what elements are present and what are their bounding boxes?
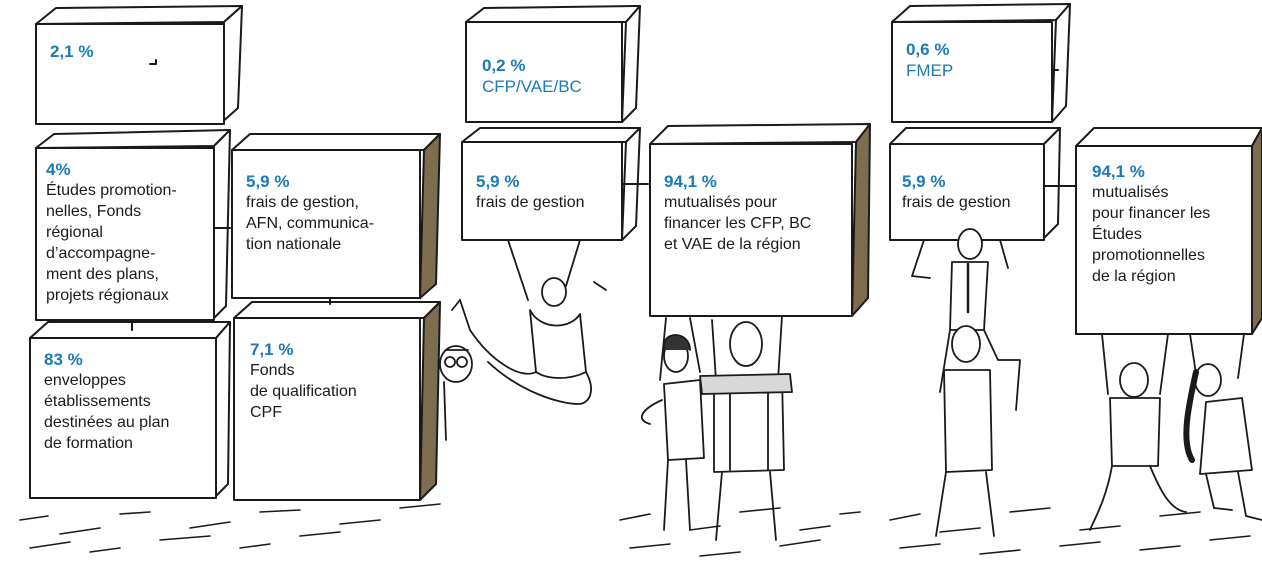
box-b1-outline bbox=[35, 5, 243, 125]
box-b9-outline bbox=[891, 3, 1071, 123]
box-b6-label: CFP/VAE/BC bbox=[482, 77, 582, 96]
box-b3-percent: 5,9 % bbox=[246, 172, 290, 191]
box-b1-percent: 2,1 % bbox=[50, 42, 94, 61]
box-b7-label: frais de gestion bbox=[476, 194, 585, 211]
box-b8-percent: 94,1 % bbox=[664, 172, 717, 191]
box-b11-label: mutualisés pour financer les Études prom… bbox=[1092, 184, 1211, 285]
box-b4-outline bbox=[29, 321, 231, 499]
box-b7: 5,9 % frais de gestion bbox=[476, 172, 622, 213]
box-b10-outline bbox=[889, 127, 1077, 241]
box-b4: 83 % enveloppes établissements destinées… bbox=[44, 350, 214, 454]
box-b11-percent: 94,1 % bbox=[1092, 162, 1145, 181]
couple-lifting-figure bbox=[640, 315, 793, 541]
ground-scribbles bbox=[19, 503, 1251, 557]
stacked-pair-figure bbox=[911, 228, 1021, 537]
box-b10-percent: 5,9 % bbox=[902, 172, 946, 191]
box-b11-outline bbox=[1075, 127, 1262, 335]
box-b10: 5,9 % frais de gestion bbox=[902, 172, 1042, 213]
box-b9-label: FMEP bbox=[906, 61, 954, 80]
box-b2-label: Études promotion- nelles, Fonds régional… bbox=[46, 182, 177, 304]
box-b5-percent: 7,1 % bbox=[250, 340, 294, 359]
box-b7-outline bbox=[461, 127, 649, 241]
box-b2-percent: 4% bbox=[46, 160, 71, 179]
box-b4-percent: 83 % bbox=[44, 350, 83, 369]
hanging-person-figure bbox=[451, 239, 607, 405]
box-b4-label: enveloppes établissements destinées au p… bbox=[44, 372, 170, 452]
box-b3: 5,9 % frais de gestion, AFN, communica- … bbox=[246, 172, 422, 255]
box-b2-outline bbox=[35, 129, 231, 321]
box-b3-label: frais de gestion, AFN, communica- tion n… bbox=[246, 194, 375, 253]
box-b1: 2,1 % bbox=[50, 42, 210, 62]
box-b8: 94,1 % mutualisés pour financer les CFP,… bbox=[664, 172, 854, 255]
box-b11: 94,1 % mutualisés pour financer les Étud… bbox=[1092, 162, 1252, 287]
box-b6: 0,2 % CFP/VAE/BC bbox=[482, 56, 622, 97]
box-b8-outline bbox=[649, 123, 871, 317]
box-b3-outline bbox=[231, 133, 441, 299]
box-b5-outline bbox=[233, 297, 441, 501]
box-b10-label: frais de gestion bbox=[902, 194, 1011, 211]
jumping-pair-figure bbox=[1089, 333, 1262, 531]
box-b7-percent: 5,9 % bbox=[476, 172, 520, 191]
box-b6-percent: 0,2 % bbox=[482, 56, 526, 75]
box-b2: 4% Études promotion- nelles, Fonds régio… bbox=[46, 160, 214, 306]
box-b6-outline bbox=[465, 5, 641, 123]
peeking-person-figure bbox=[439, 345, 473, 441]
box-b8-label: mutualisés pour financer les CFP, BC et … bbox=[664, 194, 812, 253]
box-b9-percent: 0,6 % bbox=[906, 40, 950, 59]
box-b5-label: Fonds de qualification CPF bbox=[250, 362, 357, 421]
box-b9: 0,6 % FMEP bbox=[906, 40, 1046, 81]
box-b5: 7,1 % Fonds de qualification CPF bbox=[250, 340, 420, 423]
